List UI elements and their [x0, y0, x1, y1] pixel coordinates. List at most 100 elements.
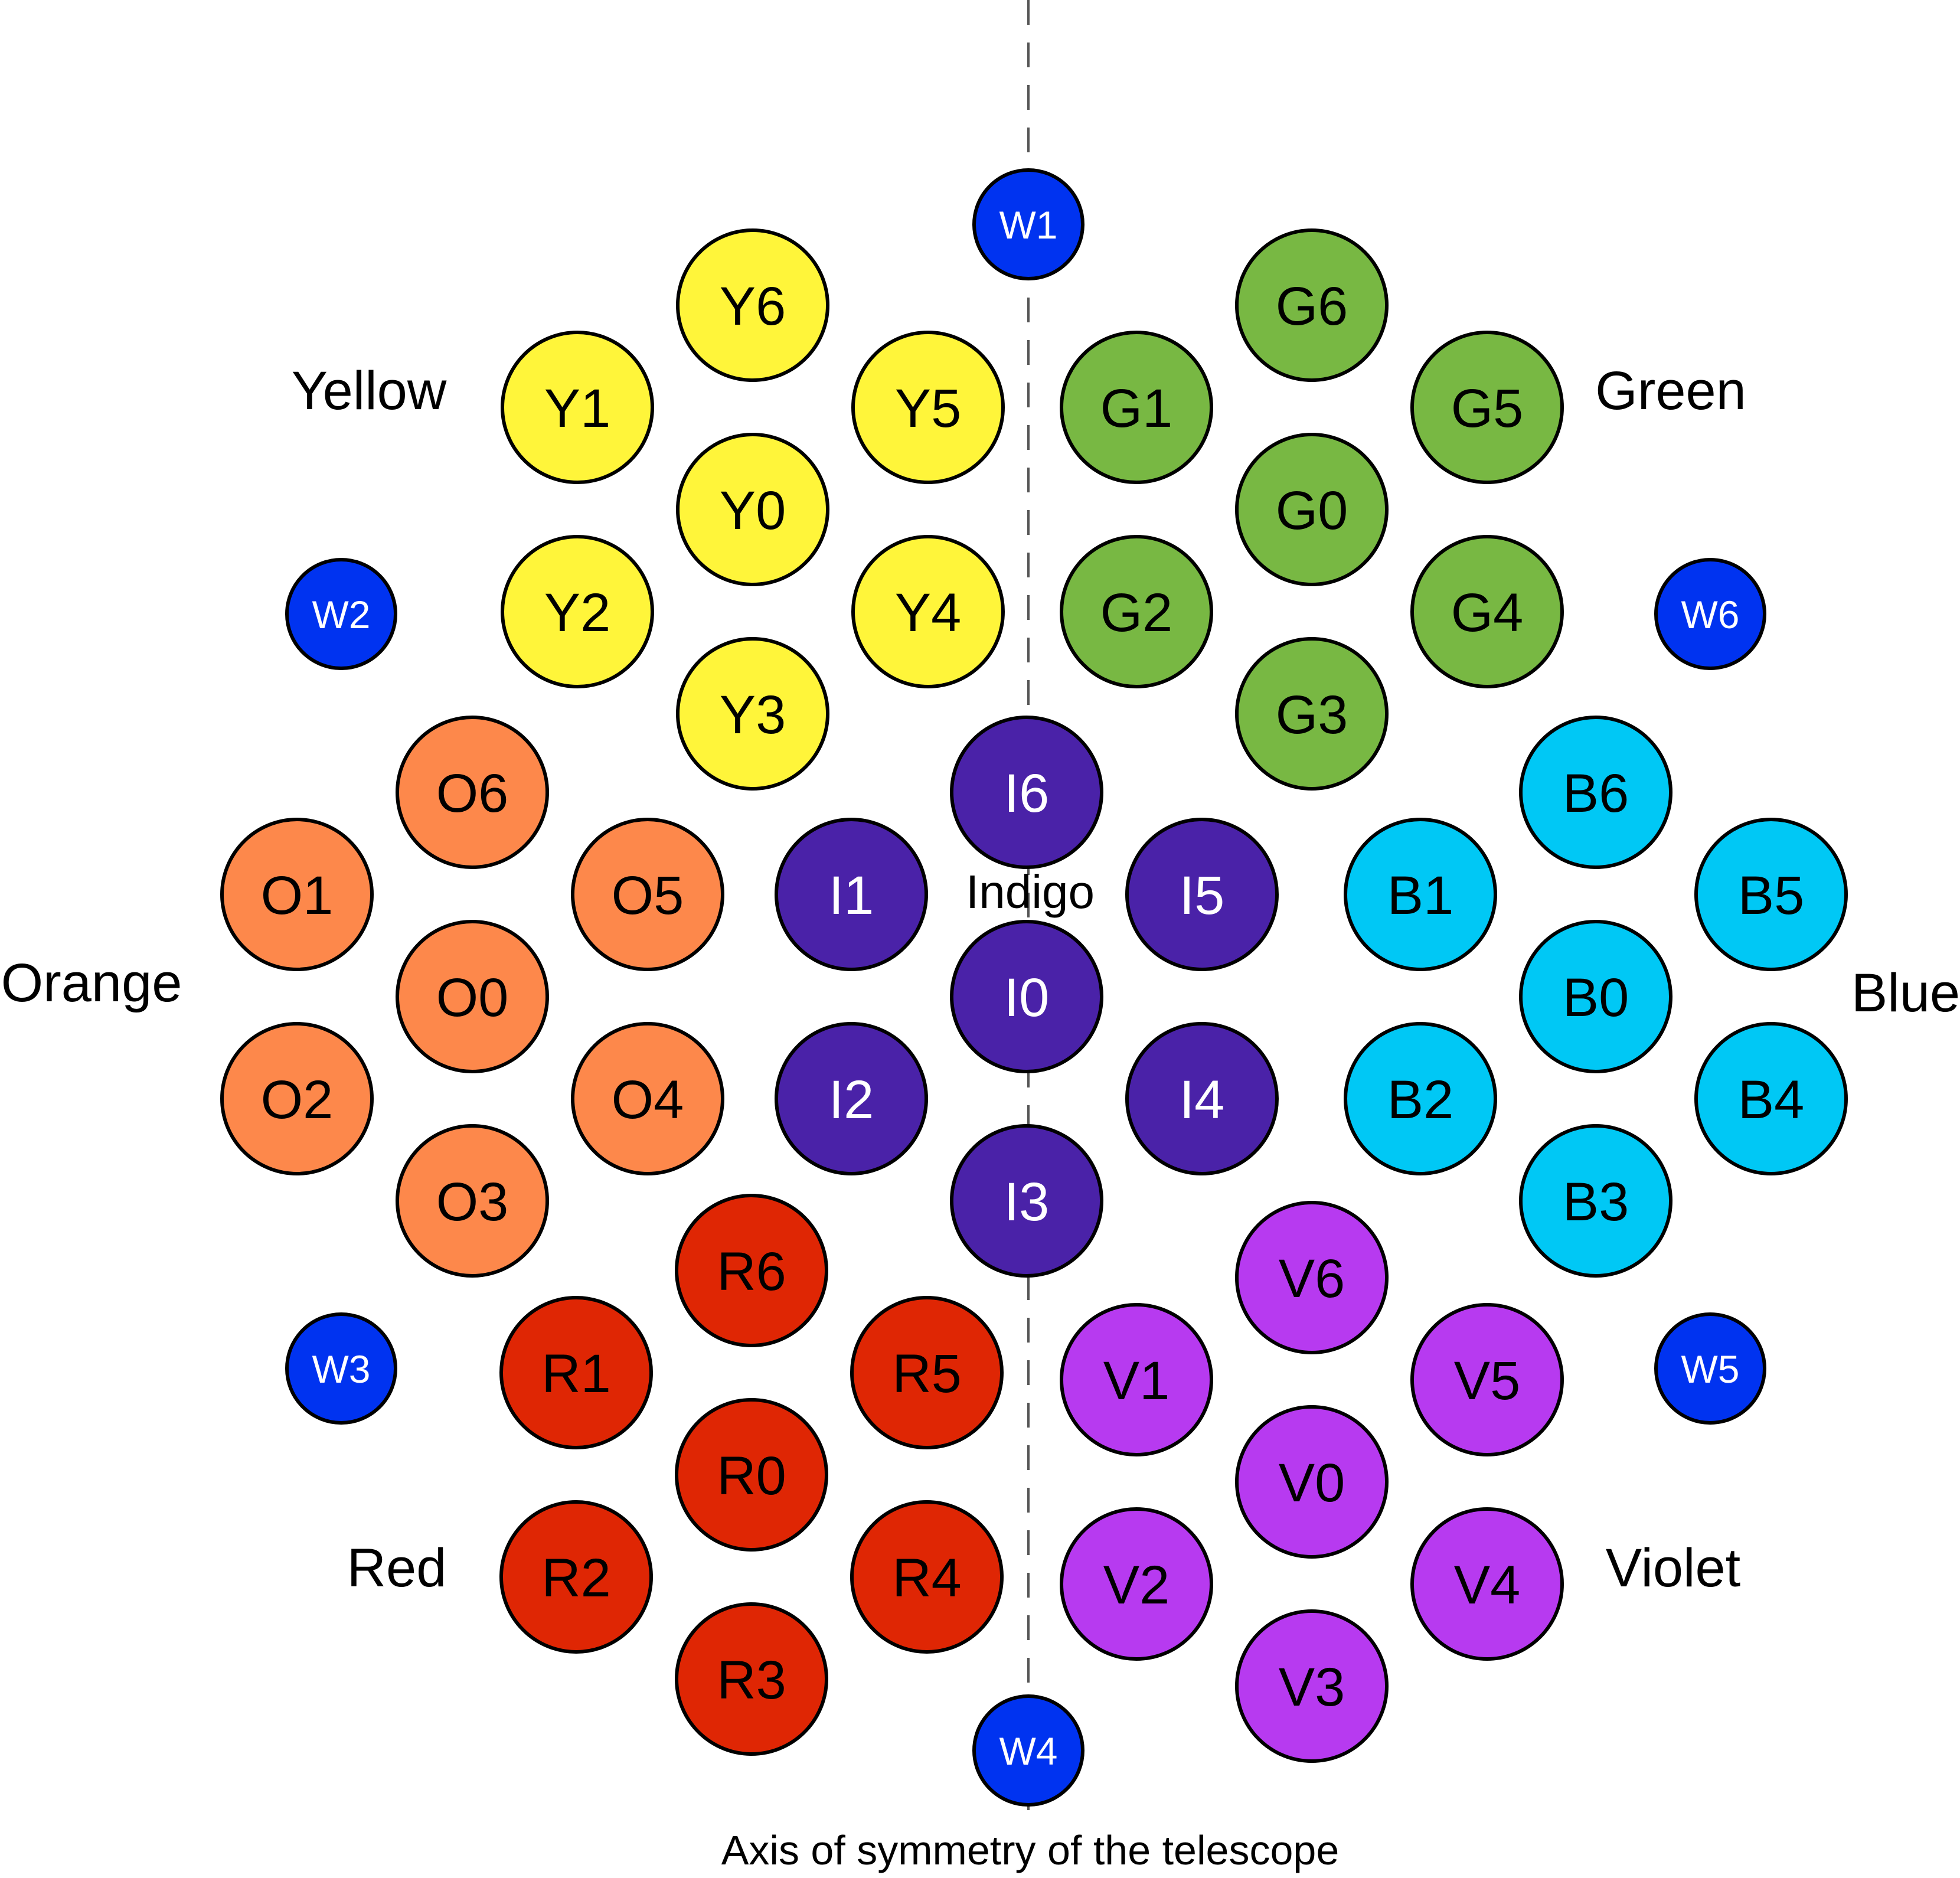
fiber-label-v3: V3: [1279, 1657, 1345, 1717]
fiber-label-w5: W5: [1681, 1347, 1740, 1391]
fiber-label-w3: W3: [312, 1347, 371, 1391]
fiber-w2: [285, 558, 397, 670]
fiber-label-b3: B3: [1563, 1172, 1629, 1232]
fiber-label-y0: Y0: [720, 481, 786, 541]
fiber-b2: [1344, 1022, 1497, 1175]
fiber-b0: [1519, 920, 1672, 1073]
fiber-label-i5: I5: [1180, 865, 1225, 926]
fiber-label-w1: W1: [999, 203, 1058, 247]
fiber-label-y3: Y3: [720, 685, 786, 745]
fiber-r0: [675, 1398, 828, 1552]
fiber-label-r3: R3: [717, 1650, 786, 1710]
fiber-b1: [1344, 818, 1497, 971]
fiber-g0: [1235, 433, 1389, 586]
fiber-label-v5: V5: [1454, 1351, 1521, 1411]
fiber-label-o6: O6: [436, 763, 509, 824]
fiber-label-v1: V1: [1103, 1351, 1170, 1411]
group-label-green: Green: [1595, 361, 1746, 421]
fiber-label-r0: R0: [717, 1446, 786, 1506]
fiber-label-r2: R2: [541, 1548, 611, 1608]
fiber-y6: [676, 228, 829, 382]
fiber-label-g4: G4: [1451, 583, 1524, 643]
fiber-label-w2: W2: [312, 593, 371, 636]
fiber-g2: [1060, 535, 1213, 688]
fiber-b3: [1519, 1124, 1672, 1278]
fiber-i0: [950, 920, 1103, 1073]
fiber-i5: [1125, 818, 1279, 971]
fiber-v6: [1235, 1201, 1389, 1354]
fiber-label-y6: Y6: [720, 276, 786, 337]
fiber-label-b2: B2: [1387, 1070, 1454, 1130]
fiber-label-o1: O1: [261, 865, 334, 926]
fiber-y2: [501, 535, 654, 688]
fiber-label-i0: I0: [1004, 968, 1050, 1028]
fiber-label-o2: O2: [261, 1070, 334, 1130]
fiber-r3: [675, 1602, 828, 1756]
fiber-r4: [850, 1500, 1004, 1654]
fiber-label-i6: I6: [1004, 763, 1050, 824]
fiber-v0: [1235, 1405, 1389, 1559]
group-label-violet: Violet: [1606, 1538, 1740, 1598]
fiber-label-g0: G0: [1276, 481, 1348, 541]
fiber-label-b4: B4: [1738, 1070, 1805, 1130]
fiber-label-w4: W4: [999, 1729, 1058, 1773]
group-label-red: Red: [347, 1538, 447, 1598]
fiber-g1: [1060, 331, 1213, 484]
fiber-w4: [972, 1694, 1084, 1807]
group-label-indigo: Indigo: [966, 865, 1095, 918]
axis-label: Axis of symmetry of the telescope: [721, 1827, 1340, 1873]
fiber-r2: [499, 1500, 653, 1654]
fiber-b5: [1694, 818, 1848, 971]
fiber-g3: [1235, 637, 1389, 791]
fiber-label-v4: V4: [1454, 1555, 1521, 1615]
fiber-label-y5: Y5: [895, 378, 962, 439]
fiber-label-b5: B5: [1738, 865, 1805, 926]
fiber-label-o0: O0: [436, 968, 509, 1028]
fiber-label-i4: I4: [1180, 1070, 1225, 1130]
fiber-i6: [950, 716, 1103, 869]
fiber-label-b1: B1: [1387, 865, 1454, 926]
fiber-g4: [1410, 535, 1564, 688]
fiber-o6: [396, 716, 549, 869]
fiber-v1: [1060, 1303, 1213, 1456]
fiber-w3: [285, 1312, 397, 1425]
fiber-label-g2: G2: [1100, 583, 1173, 643]
fiber-label-g6: G6: [1276, 276, 1348, 337]
fiber-label-y2: Y2: [544, 583, 611, 643]
fiber-label-v2: V2: [1103, 1555, 1170, 1615]
label-layer: Yellow Green Orange Indigo Blue Red Viol…: [1, 361, 1960, 1873]
fiber-i4: [1125, 1022, 1279, 1175]
fiber-r5: [850, 1296, 1004, 1449]
fiber-label-y1: Y1: [544, 378, 611, 439]
fiber-label-i1: I1: [829, 865, 874, 926]
fiber-v4: [1410, 1507, 1564, 1661]
fiber-label-o5: O5: [612, 865, 684, 926]
fiber-v2: [1060, 1507, 1213, 1661]
fiber-w1: [972, 168, 1084, 280]
fiber-o4: [571, 1022, 724, 1175]
fiber-label-r4: R4: [892, 1548, 962, 1608]
fiber-label-g1: G1: [1100, 378, 1173, 439]
fiber-r1: [499, 1296, 653, 1449]
fiber-o3: [396, 1124, 549, 1278]
fiber-v5: [1410, 1303, 1564, 1456]
fiber-o2: [220, 1022, 374, 1175]
fiber-label-r6: R6: [717, 1242, 786, 1302]
fiber-label-i3: I3: [1004, 1172, 1050, 1232]
fiber-label-w6: W6: [1681, 593, 1740, 636]
fiber-y5: [851, 331, 1005, 484]
fiber-y4: [851, 535, 1005, 688]
fiber-w6: [1654, 558, 1766, 670]
fiber-label-o3: O3: [436, 1172, 509, 1232]
group-label-orange: Orange: [1, 953, 182, 1013]
fiber-o1: [220, 818, 374, 971]
group-label-yellow: Yellow: [292, 361, 447, 421]
fiber-o0: [396, 920, 549, 1073]
fiber-label-b6: B6: [1563, 763, 1629, 824]
fiber-v3: [1235, 1609, 1389, 1763]
fiber-label-g5: G5: [1451, 378, 1524, 439]
fiber-b4: [1694, 1022, 1848, 1175]
fiber-y3: [676, 637, 829, 791]
